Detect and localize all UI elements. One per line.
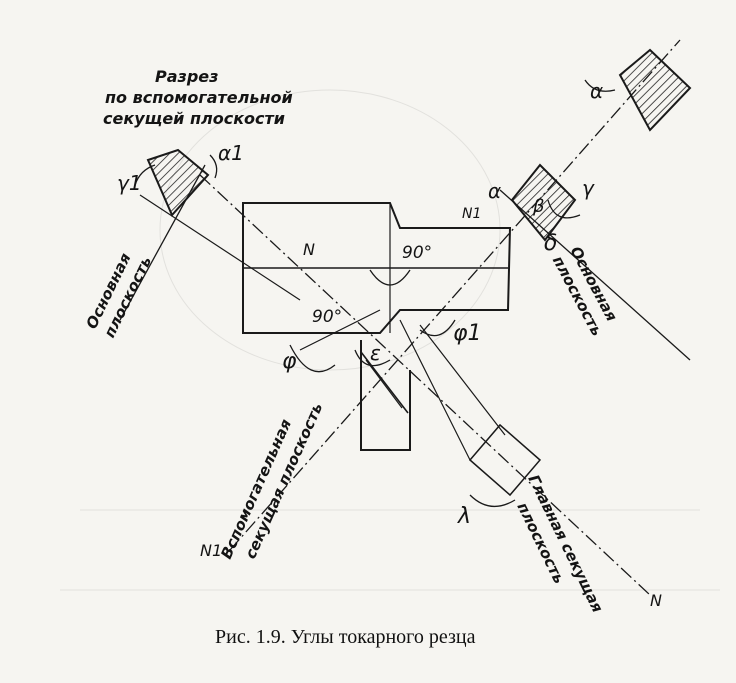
main-section-rect: [399, 319, 542, 497]
angle-arcs: [134, 79, 616, 507]
N1-bottom-label: N1: [200, 541, 222, 560]
figure-caption: Рис. 1.9. Углы токарного резца: [215, 626, 476, 648]
tool-head: [360, 340, 411, 451]
svg-text:секущей плоскости: секущей плоскости: [103, 109, 285, 128]
gamma-label: γ: [582, 176, 595, 200]
svg-text:Разрез: Разрез: [155, 67, 218, 86]
N-label: N: [303, 240, 315, 259]
angle-labels: α1 γ1 α α γ β δ φ φ1 ε λ 90° 90° N N1 N1…: [117, 79, 662, 610]
bleed-through-marks: [60, 89, 720, 591]
top-right-section-profile: [618, 48, 692, 132]
section-title: Разрез по вспомогательной секущей плоско…: [103, 67, 293, 128]
aux-section-profile: [146, 148, 210, 217]
aux-plane-label: Вспомогательная секущая плоскость: [217, 400, 326, 562]
N-bottom-label: N: [650, 591, 662, 610]
alpha-mid-label: α: [488, 179, 501, 203]
tool-shank: [242, 202, 512, 334]
epsilon-label: ε: [370, 341, 381, 365]
alpha-top-label: α: [590, 79, 603, 103]
alpha1-label: α1: [218, 141, 244, 165]
beta-label: β: [532, 196, 545, 217]
main-section-profile: [510, 163, 577, 242]
line-aux-section: [139, 194, 381, 351]
base-plane-left-label: Основная плоскость: [82, 250, 155, 341]
gamma1-label: γ1: [117, 171, 142, 195]
line-N-N: [199, 174, 651, 596]
right-angle-2-label: 90°: [312, 307, 342, 327]
lambda-label: λ: [457, 504, 471, 529]
delta-label: δ: [544, 231, 557, 256]
svg-text:по вспомогательной: по вспомогательной: [105, 88, 293, 107]
N1-small-label: N1: [462, 206, 481, 222]
right-angle-1-label: 90°: [402, 243, 432, 263]
phi-label: φ: [282, 349, 297, 374]
phi1-label: φ1: [453, 321, 482, 346]
main-plane-label: Главная секущая плоскость: [513, 472, 606, 616]
line-N1: [229, 39, 681, 551]
